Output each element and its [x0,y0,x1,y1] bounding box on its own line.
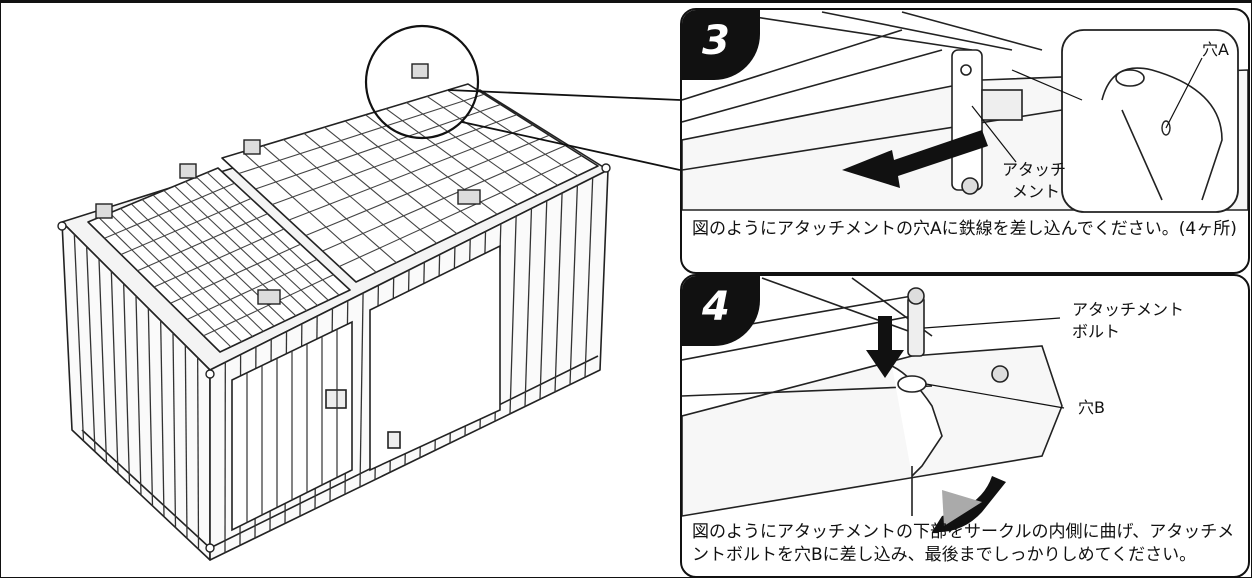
top-wire [288,124,534,221]
attachment-label-line1: アタッチ [1002,160,1067,179]
bolt-label-line1: アタッチメント [1072,300,1185,319]
side-bar [172,332,177,528]
front-bar [359,293,364,487]
side-bar [135,295,142,496]
front-bar [584,177,594,378]
hole-b-label: 穴B [1078,398,1105,417]
front-bar [509,216,517,414]
cage-illustration [57,24,680,561]
side-bar [110,271,119,474]
step-3-caption: 図のようにアタッチメントの穴Aに鉄線を差し込んでください。(4ヶ所) [692,219,1237,239]
step-3-panel: 3 穴A アタッチ メント 図のようにアタッチメントの穴Aに鉄線を差し込んでくだ… [680,8,1250,274]
top-wire [203,274,334,337]
front-bar [554,193,563,392]
step-4-illustration [682,277,1065,533]
top-wire [120,197,252,256]
bolt-label-line2: ボルト [1072,322,1121,341]
side-bar [147,308,154,506]
top-wire [322,144,566,252]
step-4-caption: 図のようにアタッチメントの下部をサークルの内側に曲げ、アタッチメントボルトを穴B… [692,522,1235,565]
top-wire [272,114,517,206]
step-4-number: 4 [702,284,730,330]
top-wire [104,182,235,239]
top-wire [339,155,582,268]
side-bar [123,283,131,485]
front-bar [539,200,548,400]
step-3-illustration [682,11,1248,213]
side-bar [73,234,85,441]
top-wire [153,228,285,288]
front-bar [524,208,533,407]
front-bar [569,185,579,385]
top-wire [186,259,318,320]
side-bar [184,345,188,539]
hole-a-label: 穴A [1202,40,1229,59]
top-wire [170,243,301,304]
top-wire [137,213,268,272]
top-wire [305,134,550,237]
side-bar [197,357,200,550]
side-bar [86,246,96,452]
attachment-label-line2: メント [1012,182,1061,201]
top-wire [255,103,501,190]
side-bar [160,320,165,517]
step-4-panel: 4 アタッチメント ボルト 穴B 図のようにアタッチメントの下部をサークルの内側… [680,274,1250,578]
side-bar [98,258,108,463]
step-3-number: 3 [702,18,730,64]
top-wire [238,93,485,175]
